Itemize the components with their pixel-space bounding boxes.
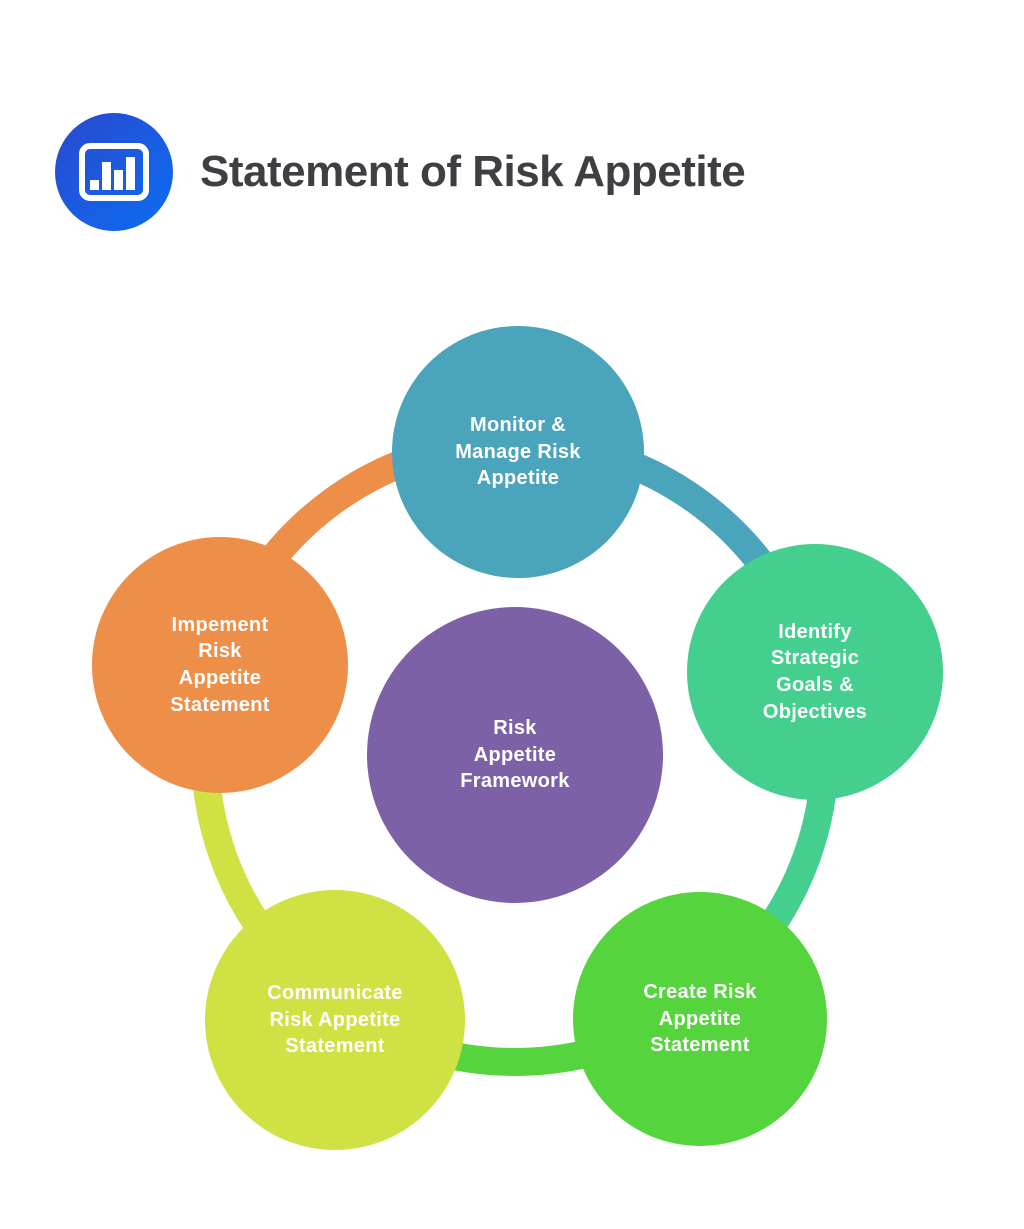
header: Statement of Risk Appetite (0, 0, 1024, 260)
node-label: Monitor & Manage Risk Appetite (455, 414, 581, 490)
chart-frame (79, 143, 149, 201)
bar-chart-icon (55, 113, 173, 231)
node-label: Identify Strategic Goals & Objectives (762, 620, 868, 723)
page-title: Statement of Risk Appetite (200, 147, 746, 196)
chart-bars (90, 157, 135, 190)
node-risk-appetite-framework: Risk Appetite Framework (367, 607, 663, 903)
node-communicate-risk-appetite-statement: Communicate Risk Appetite Statement (205, 890, 465, 1150)
node-create-risk-appetite-statement: Create Risk Appetite Statement (573, 892, 827, 1146)
node-impement-risk-appetite-statement: Impement Risk Appetite Statement (92, 537, 348, 793)
node-monitor-manage-risk-appetite: Monitor & Manage Risk Appetite (392, 326, 644, 578)
node-label: Create Risk Appetite Statement (643, 981, 757, 1057)
logo-badge (55, 113, 173, 231)
node-label: Risk Appetite Framework (460, 717, 570, 793)
node-identify-strategic-goals-objectives: Identify Strategic Goals & Objectives (687, 544, 943, 800)
node-label: Impement Risk Appetite Statement (170, 613, 270, 716)
node-label: Communicate Risk Appetite Statement (267, 982, 403, 1058)
